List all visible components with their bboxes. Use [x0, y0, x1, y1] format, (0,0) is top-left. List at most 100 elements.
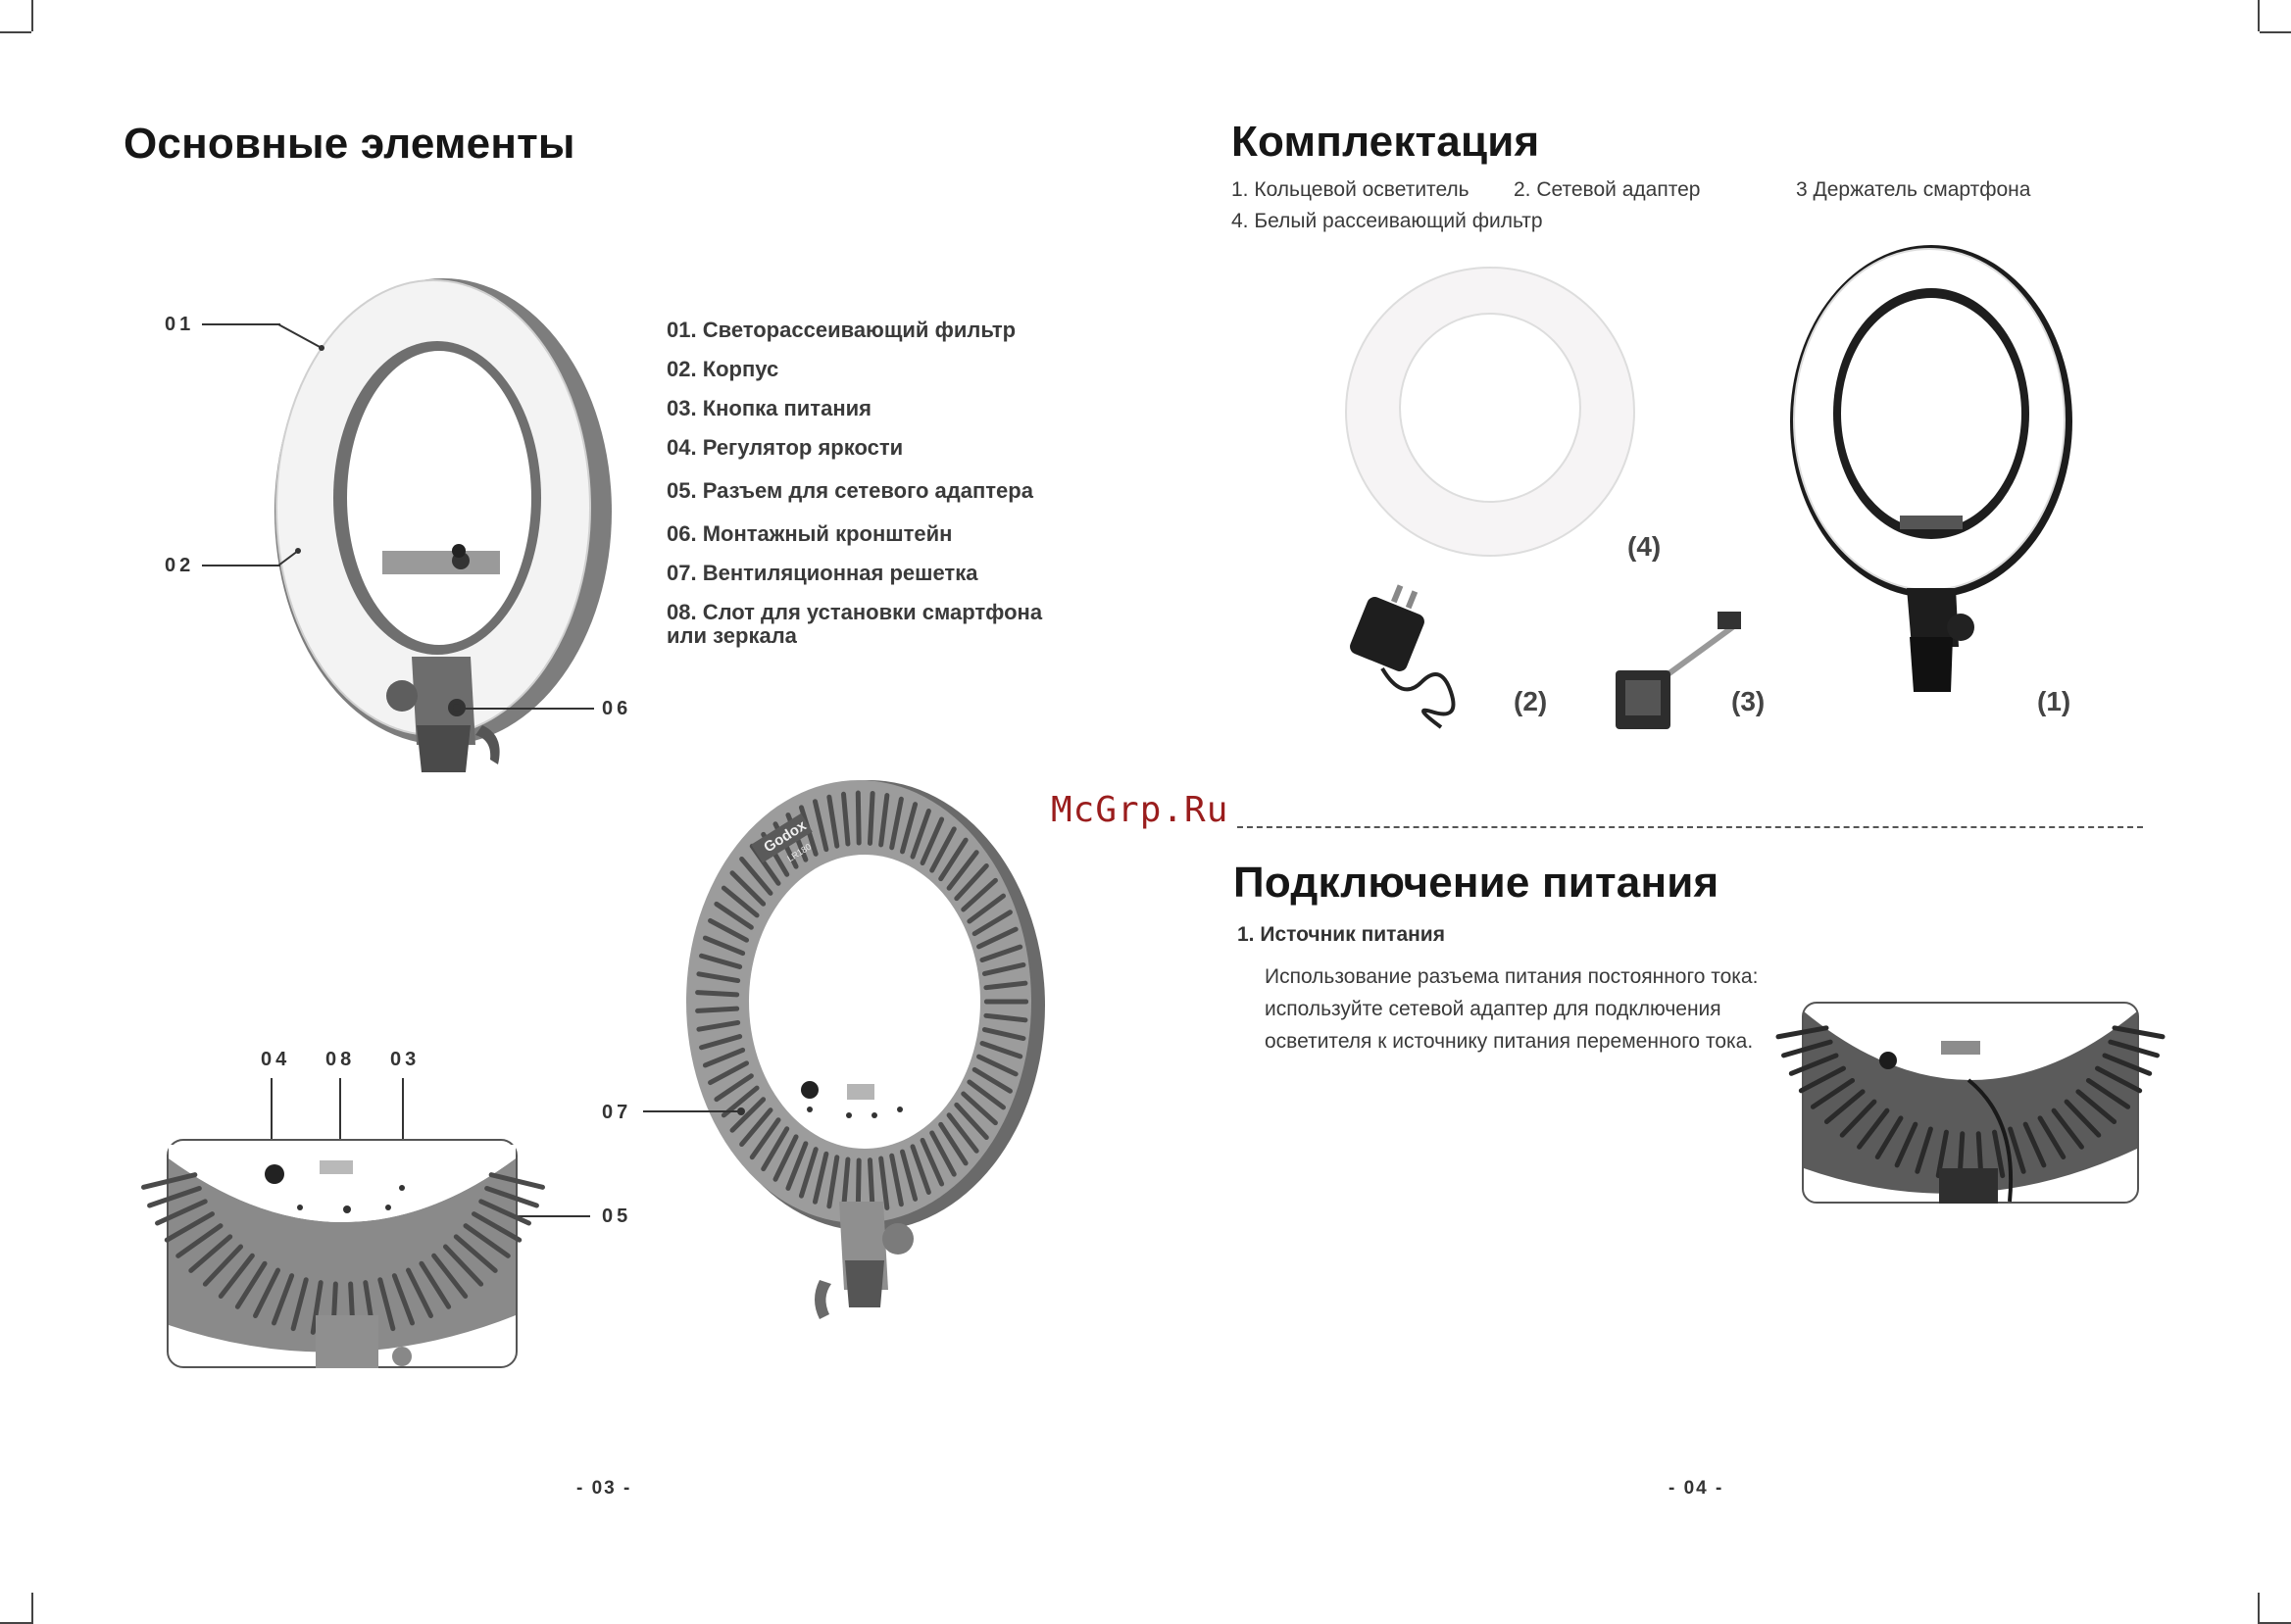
- vent-slit: [841, 1156, 851, 1212]
- crop-mark: [31, 0, 33, 31]
- vent-slit: [1810, 1077, 1856, 1109]
- vent-slit: [478, 1199, 531, 1226]
- power-source-heading: 1. Источник питания: [1237, 923, 1445, 946]
- vent-slit: [1823, 1089, 1866, 1124]
- vent-slit: [938, 837, 969, 882]
- label-4: (4): [1627, 531, 1662, 562]
- vent-slit: [1839, 1099, 1877, 1138]
- vent-slit: [772, 1134, 799, 1182]
- ring-light-front-image: [274, 278, 612, 772]
- crop-mark: [2258, 1593, 2260, 1624]
- parts-list-item: или зеркала: [667, 623, 797, 648]
- vent-slit: [253, 1267, 281, 1318]
- power-text-line: используйте сетевой адаптер для подключе…: [1265, 998, 1721, 1020]
- callout-line-04: [271, 1078, 273, 1160]
- vent-slit: [889, 796, 904, 851]
- vent-slit: [1798, 1065, 1847, 1094]
- crop-mark: [2260, 1622, 2291, 1624]
- vent-slit: [2022, 1121, 2047, 1168]
- crop-mark: [0, 1622, 31, 1624]
- vent-slit: [147, 1186, 202, 1208]
- vent-slit: [714, 1073, 754, 1103]
- vent-slit: [2108, 1039, 2160, 1058]
- vent-slit: [188, 1234, 233, 1273]
- vent-slit: [929, 1130, 957, 1177]
- callout-05: 05: [602, 1206, 632, 1227]
- vent-slit: [761, 1126, 790, 1172]
- vent-slit: [442, 1244, 484, 1287]
- contents-item-1: 1. Кольцевой осветитель: [1231, 178, 1469, 201]
- vent-slit: [889, 1153, 904, 1207]
- vent-slit: [702, 935, 746, 957]
- parts-list-item: 08. Слот для установки смартфона: [667, 600, 1043, 624]
- contents-item-3: 3 Держатель смартфона: [1796, 178, 2031, 201]
- vent-slit: [910, 809, 931, 860]
- vent-slit: [695, 1006, 740, 1013]
- vent-slit: [377, 1277, 396, 1332]
- vent-slit: [1775, 1025, 1829, 1040]
- power-adapter-image: [1350, 584, 1456, 729]
- callout-08: 08: [325, 1049, 356, 1070]
- vent-slit: [310, 1280, 324, 1335]
- vent-slit: [419, 1260, 452, 1309]
- vent-slit: [938, 1121, 969, 1166]
- vent-slit: [155, 1199, 208, 1226]
- parts-list-item: 07. Вентиляционная решетка: [667, 561, 978, 585]
- contents-item-2: 2. Сетевой адаптер: [1514, 178, 1701, 201]
- callout-leader-01: [277, 323, 324, 351]
- vent-slit: [2008, 1126, 2026, 1174]
- vent-slit: [1915, 1126, 1933, 1174]
- label-1: (1): [2037, 686, 2071, 716]
- page-number-left: - 03 -: [576, 1478, 632, 1499]
- vent-slit: [961, 877, 998, 912]
- phone-holder-image: [1616, 612, 1741, 729]
- vent-slit: [218, 1253, 255, 1300]
- callout-04: 04: [261, 1049, 291, 1070]
- vent-slit: [878, 793, 890, 848]
- vent-slit: [929, 826, 957, 873]
- vent-slit: [2064, 1099, 2102, 1138]
- vent-slit: [708, 917, 750, 943]
- parts-list-item: 01. Светорассеивающий фильтр: [667, 318, 1017, 342]
- contents-item-4: 4. Белый рассеивающий фильтр: [1231, 210, 1543, 232]
- callout-dot-06: [453, 704, 461, 712]
- vent-slit: [472, 1211, 523, 1243]
- vent-slit: [2102, 1053, 2153, 1076]
- callout-line-03: [402, 1078, 404, 1176]
- vent-slit: [175, 1223, 224, 1258]
- vent-slit: [2085, 1077, 2131, 1109]
- power-text-line: осветителя к источнику питания переменно…: [1265, 1030, 1754, 1053]
- vent-slit: [979, 1041, 1023, 1059]
- vent-slit: [1857, 1107, 1890, 1150]
- vent-slit: [1788, 1053, 1839, 1076]
- vent-slit: [164, 1211, 215, 1243]
- vent-slit: [699, 1034, 743, 1051]
- callout-leader-02: [277, 548, 301, 566]
- callout-07: 07: [602, 1102, 632, 1123]
- power-connection-image: [1775, 1002, 2166, 1204]
- vent-slit: [463, 1223, 511, 1258]
- callout-line-07: [643, 1110, 739, 1112]
- vent-slit: [721, 885, 760, 918]
- vent-slit: [1894, 1121, 1918, 1168]
- crop-mark: [31, 1593, 33, 1624]
- vent-slit: [714, 901, 754, 930]
- parts-list-item: 02. Корпус: [667, 357, 779, 381]
- page-title-power: Подключение питания: [1233, 859, 1719, 907]
- vent-slit: [946, 850, 979, 891]
- vent-slit: [826, 794, 840, 849]
- vent-slit: [867, 790, 875, 846]
- page-title-main-elements: Основные элементы: [124, 120, 575, 168]
- ring-light-back-image: Godox LR180: [686, 780, 1045, 1319]
- vent-slit: [878, 1156, 890, 1210]
- vent-slit: [983, 980, 1028, 991]
- vent-slit: [785, 1141, 809, 1191]
- callout-02: 02: [165, 555, 195, 576]
- vent-slit: [431, 1253, 469, 1300]
- controls-closeup-image: [141, 1139, 545, 1368]
- parts-list-item: 03. Кнопка питания: [667, 396, 872, 420]
- crop-mark: [0, 31, 31, 33]
- vent-slit: [488, 1172, 545, 1190]
- vent-slit: [812, 799, 829, 853]
- vent-slit: [976, 1054, 1019, 1077]
